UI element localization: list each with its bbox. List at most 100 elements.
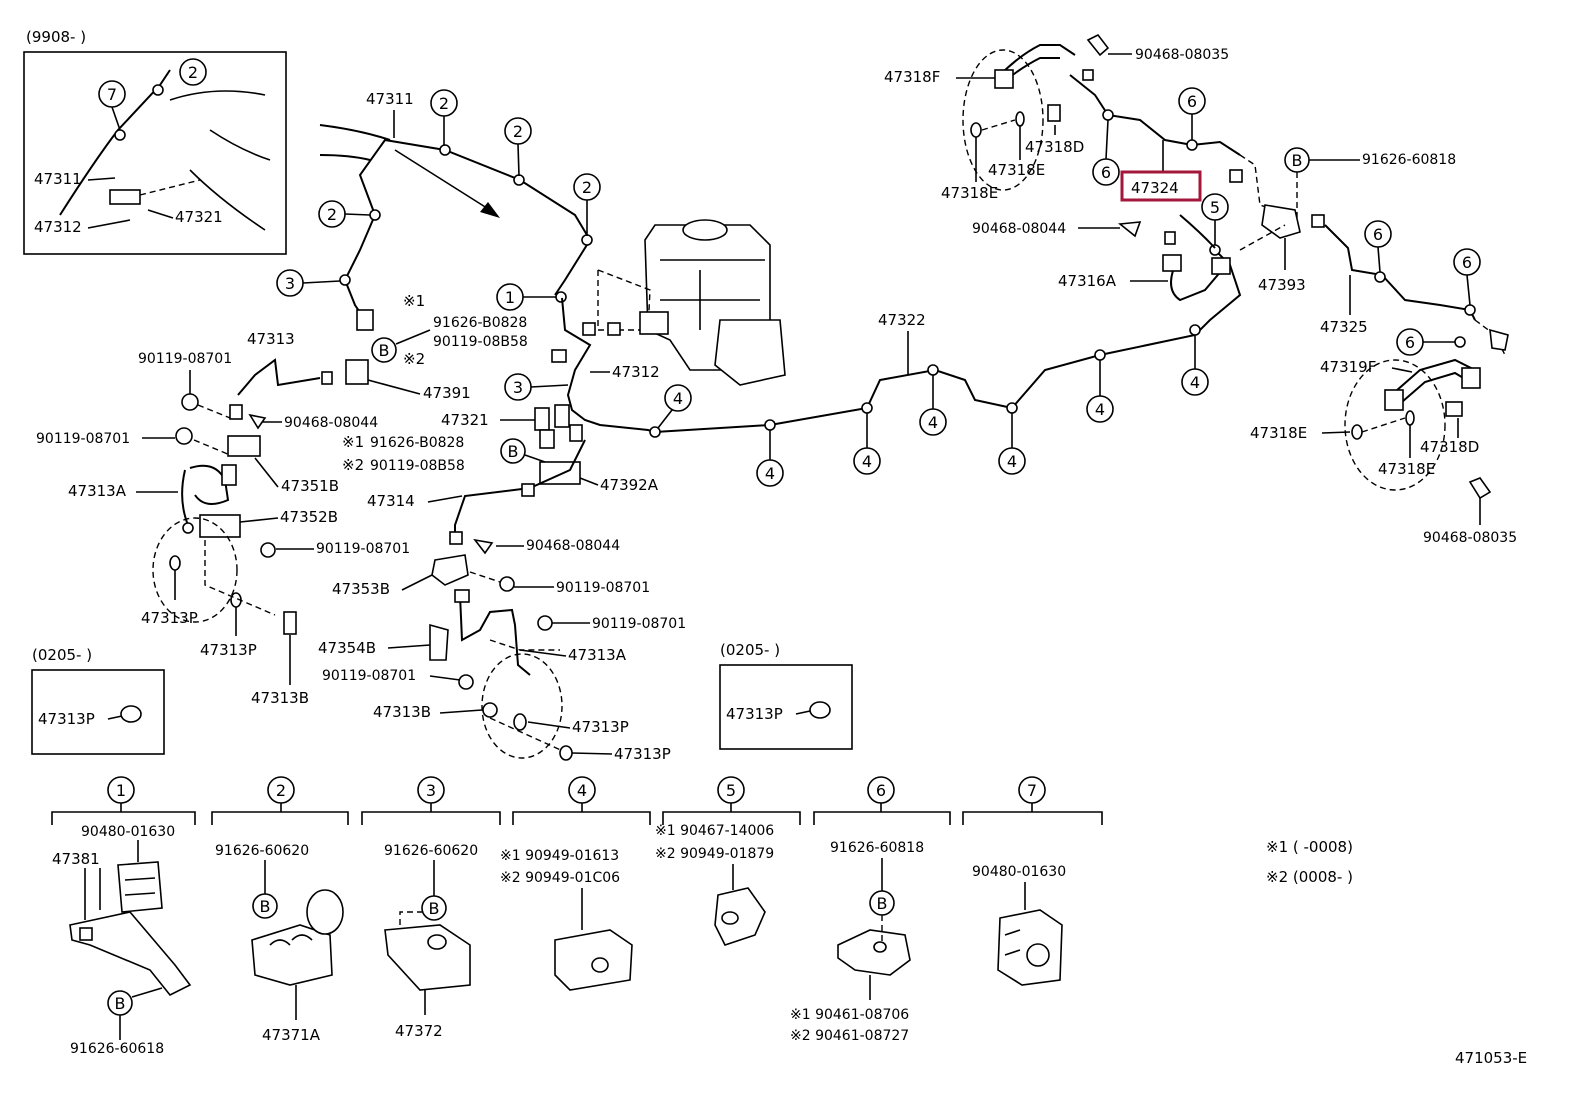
part-47321[interactable]: 47321 <box>441 411 489 429</box>
svg-text:6: 6 <box>876 781 886 800</box>
part-47318F[interactable]: 47318F <box>884 68 940 86</box>
svg-text:4: 4 <box>1007 452 1017 471</box>
part-90119-08701[interactable]: 90119-08701 <box>138 351 232 367</box>
part-47321[interactable]: 47321 <box>175 208 223 226</box>
main-line-47322: 4 4 4 4 4 4 4 47322 <box>649 249 1242 487</box>
part-47312[interactable]: 47312 <box>612 363 660 381</box>
part-47313P[interactable]: 47313P <box>200 641 257 659</box>
inset-part-label[interactable]: 47313P <box>726 705 783 723</box>
part-47391[interactable]: 47391 <box>423 384 471 402</box>
part-47393[interactable]: 47393 <box>1258 276 1306 294</box>
svg-text:B: B <box>260 897 271 916</box>
svg-text:2: 2 <box>276 781 286 800</box>
part-90119-08701[interactable]: 90119-08701 <box>556 580 650 596</box>
inset-top-left: (9908- ) 2 7 47311 47312 47321 <box>23 28 287 255</box>
part-91626-60818[interactable]: 91626-60818 <box>1362 152 1456 168</box>
highlight-box <box>1120 170 1202 202</box>
svg-text:1: 1 <box>505 288 515 307</box>
part-90119-08701[interactable]: 90119-08701 <box>592 616 686 632</box>
part-90949-01879[interactable]: ※2 90949-01879 <box>655 846 774 862</box>
part-90119-08701[interactable]: 90119-08701 <box>316 541 410 557</box>
part-91626-B0828[interactable]: 91626-B0828 <box>370 435 464 451</box>
svg-text:4: 4 <box>1190 373 1200 392</box>
svg-text:6: 6 <box>1373 225 1383 244</box>
part-47318E[interactable]: 47318E <box>1250 424 1307 442</box>
inset-mid-left: (0205- ) 47313P <box>31 646 165 755</box>
part-47313P[interactable]: 47313P <box>572 718 629 736</box>
part-47324[interactable]: 47324 <box>1131 179 1179 197</box>
part-47313P[interactable]: 47313P <box>614 745 671 763</box>
svg-text:6: 6 <box>1405 333 1415 352</box>
part-90949-01C06[interactable]: ※2 90949-01C06 <box>500 870 620 886</box>
svg-text:B: B <box>508 442 519 461</box>
part-47316A[interactable]: 47316A <box>1058 272 1117 290</box>
svg-text:2: 2 <box>513 122 523 141</box>
part-90119-08701[interactable]: 90119-08701 <box>322 668 416 684</box>
part-47372[interactable]: 47372 <box>395 1022 443 1040</box>
part-47318E[interactable]: 47318E <box>1378 460 1435 478</box>
inset-mid-center: (0205- ) 47313P <box>719 641 853 750</box>
part-91626-60620[interactable]: 91626-60620 <box>215 843 309 859</box>
part-90119-08701[interactable]: 90119-08701 <box>36 431 130 447</box>
note-marker-2: ※2 <box>342 456 364 474</box>
part-47351B[interactable]: 47351B <box>281 477 339 495</box>
rear-lines: 90468-08035 47318F 47318D 47318E 47318E … <box>884 33 1517 546</box>
svg-text:B: B <box>115 994 126 1013</box>
part-90468-08044[interactable]: 90468-08044 <box>526 538 620 554</box>
svg-text:4: 4 <box>673 389 683 408</box>
part-47325[interactable]: 47325 <box>1320 318 1368 336</box>
part-47318D[interactable]: 47318D <box>1420 438 1479 456</box>
part-47318D[interactable]: 47318D <box>1025 138 1084 156</box>
part-47313B[interactable]: 47313B <box>373 703 431 721</box>
svg-text:3: 3 <box>426 781 436 800</box>
part-47313A[interactable]: 47313A <box>568 646 627 664</box>
part-90480-01630[interactable]: 90480-01630 <box>972 864 1066 880</box>
part-90949-01613[interactable]: ※1 90949-01613 <box>500 848 619 864</box>
part-47318E[interactable]: 47318E <box>988 161 1045 179</box>
part-90480-01630[interactable]: 90480-01630 <box>81 824 175 840</box>
part-90467-14006[interactable]: ※1 90467-14006 <box>655 823 774 839</box>
part-90461-08727[interactable]: ※2 90461-08727 <box>790 1028 909 1044</box>
note-marker-1: ※1 <box>342 433 364 451</box>
part-91626-60618[interactable]: 91626-60618 <box>70 1041 164 1057</box>
part-90461-08706[interactable]: ※1 90461-08706 <box>790 1007 909 1023</box>
svg-text:3: 3 <box>513 378 523 397</box>
svg-text:6: 6 <box>1187 92 1197 111</box>
part-90119-08B58[interactable]: 90119-08B58 <box>370 458 465 474</box>
part-47371A[interactable]: 47371A <box>262 1026 321 1044</box>
svg-text:2: 2 <box>582 178 592 197</box>
part-47313P[interactable]: 47313P <box>141 609 198 627</box>
part-47311[interactable]: 47311 <box>366 90 414 108</box>
part-47319F[interactable]: 47319F <box>1320 358 1376 376</box>
part-47392A[interactable]: 47392A <box>600 476 659 494</box>
part-91626-60620[interactable]: 91626-60620 <box>384 843 478 859</box>
part-47322[interactable]: 47322 <box>878 311 926 329</box>
part-90468-08044[interactable]: 90468-08044 <box>284 415 378 431</box>
part-47318E[interactable]: 47318E <box>941 184 998 202</box>
part-47311[interactable]: 47311 <box>34 170 82 188</box>
part-47353B[interactable]: 47353B <box>332 580 390 598</box>
part-47354B[interactable]: 47354B <box>318 639 376 657</box>
part-91626-60818[interactable]: 91626-60818 <box>830 840 924 856</box>
legend-notes: ※1 ( -0008) ※2 (0008- ) <box>1266 838 1353 886</box>
part-91626-B0828[interactable]: 91626-B0828 <box>433 315 527 331</box>
part-47313[interactable]: 47313 <box>247 330 295 348</box>
svg-text:5: 5 <box>1210 198 1220 217</box>
svg-text:B: B <box>1292 151 1303 170</box>
center-lines: 47312 3 47321 ※1 91626-B0828 B ※2 90119-… <box>318 297 686 763</box>
part-90468-08044[interactable]: 90468-08044 <box>972 221 1066 237</box>
part-90119-08B58[interactable]: 90119-08B58 <box>433 334 528 350</box>
part-47313B[interactable]: 47313B <box>251 689 309 707</box>
part-47314[interactable]: 47314 <box>367 492 415 510</box>
part-90468-08035[interactable]: 90468-08035 <box>1423 530 1517 546</box>
master-cylinder <box>597 219 786 386</box>
part-47352B[interactable]: 47352B <box>280 508 338 526</box>
inset-part-label[interactable]: 47313P <box>38 710 95 728</box>
svg-text:6: 6 <box>1462 253 1472 272</box>
inset-range-label: (9908- ) <box>26 28 86 46</box>
part-47312[interactable]: 47312 <box>34 218 82 236</box>
svg-text:B: B <box>429 899 440 918</box>
part-90468-08035[interactable]: 90468-08035 <box>1135 47 1229 63</box>
part-47313A[interactable]: 47313A <box>68 482 127 500</box>
part-47381[interactable]: 47381 <box>52 850 100 868</box>
